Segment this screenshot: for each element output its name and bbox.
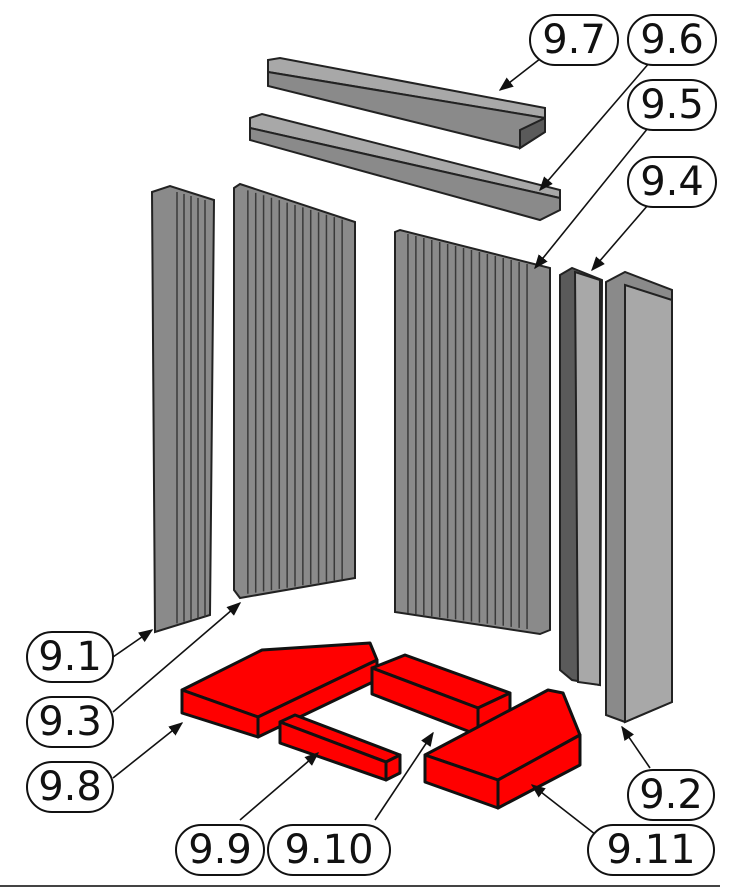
callout-9-2: 9.2	[627, 769, 715, 821]
callout-label: 9.8	[38, 764, 102, 810]
callout-9-6: 9.6	[627, 14, 717, 66]
callout-label: 9.5	[640, 82, 704, 128]
part-9-7	[267, 56, 546, 150]
callout-label: 9.10	[284, 827, 373, 873]
callout-label: 9.2	[639, 772, 703, 818]
callout-9-3: 9.3	[26, 696, 114, 748]
part-9-6	[249, 112, 561, 222]
leader-lines	[112, 54, 651, 839]
part-9-4	[559, 266, 604, 687]
callout-label: 9.3	[38, 699, 102, 745]
callout-label: 9.9	[188, 827, 252, 873]
callout-9-11: 9.11	[587, 824, 715, 876]
part-9-9	[278, 713, 402, 782]
callout-label: 9.6	[640, 17, 704, 63]
callout-9-7: 9.7	[529, 14, 619, 66]
callout-9-5: 9.5	[627, 79, 717, 131]
callout-label: 9.11	[606, 827, 695, 873]
callout-label: 9.1	[38, 634, 102, 680]
callout-9-9: 9.9	[175, 824, 265, 876]
callout-9-4: 9.4	[627, 156, 717, 208]
callout-9-8: 9.8	[26, 761, 114, 813]
panel-ribs	[176, 190, 528, 629]
callout-9-10: 9.10	[267, 824, 391, 876]
part-9-11	[423, 688, 582, 810]
part-9-2	[605, 270, 673, 724]
callout-label: 9.4	[640, 159, 704, 205]
callout-label: 9.7	[542, 17, 606, 63]
callout-9-1: 9.1	[26, 631, 114, 683]
part-9-8	[180, 641, 379, 739]
